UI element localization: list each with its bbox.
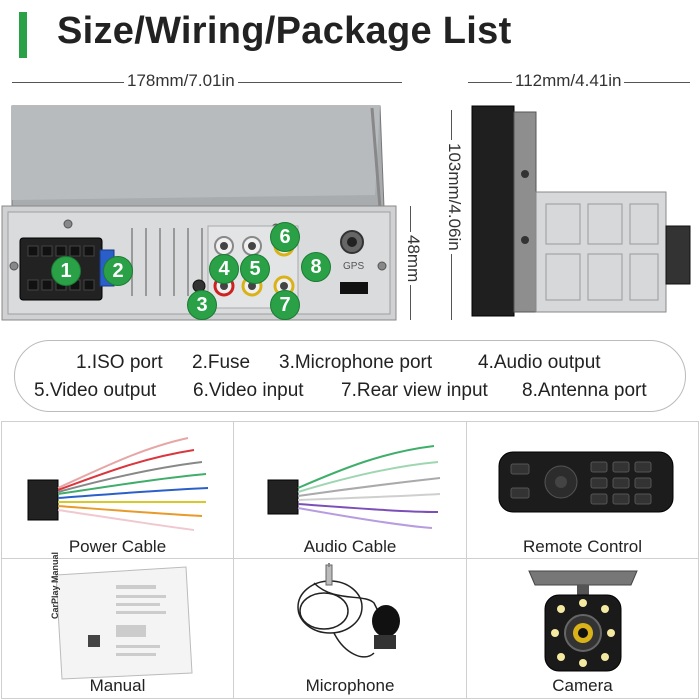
legend-item-iso-port: 1.ISO port	[76, 352, 163, 373]
audio-cable-image	[267, 445, 441, 529]
badge-video-input: 6	[270, 222, 300, 252]
badge-iso-port: 1	[51, 256, 81, 286]
legend-item-video-input: 6.Video input	[193, 380, 304, 401]
power-cable-image	[27, 437, 209, 531]
package-cell-remote-control: Remote Control	[466, 421, 699, 559]
side-width-label: 112mm/4.41in	[512, 71, 625, 91]
package-label-camera: Camera	[552, 676, 613, 695]
package-label-power-cable: Power Cable	[68, 537, 167, 556]
package-label-audio-cable: Audio Cable	[303, 537, 397, 556]
device-side-illustration	[471, 105, 691, 317]
package-label-microphone: Microphone	[305, 676, 395, 695]
badge-microphone-port: 3	[187, 290, 217, 320]
microphone-image	[297, 563, 400, 658]
manual-title-text: CarPlay Manual	[50, 551, 60, 619]
legend-item-video-output: 5.Video output	[34, 380, 157, 401]
package-cell-microphone: Microphone	[233, 558, 467, 699]
legend-item-rear-view-input: 7.Rear view input	[341, 380, 488, 401]
port-legend	[14, 340, 686, 412]
package-label-manual: Manual	[89, 676, 146, 695]
title-accent-bar	[19, 12, 27, 58]
camera-image	[528, 570, 638, 672]
front-width-label: 178mm/7.01in	[124, 71, 238, 91]
remote-control-image	[498, 451, 674, 513]
package-grid: Power Cable Audio Cable	[1, 421, 699, 699]
manual-image	[55, 566, 193, 680]
package-cell-audio-cable: Audio Cable	[233, 421, 467, 559]
badge-antenna-port: 8	[301, 252, 331, 282]
legend-item-fuse: 2.Fuse	[192, 352, 251, 373]
package-cell-manual: CarPlay Manual Manual	[1, 552, 234, 699]
package-cell-power-cable: Power Cable	[1, 421, 234, 559]
badge-fuse: 2	[103, 256, 133, 286]
front-height-label: 48mm	[403, 232, 423, 286]
badge-rear-view-input: 7	[270, 290, 300, 320]
legend-item-antenna-port: 8.Antenna port	[522, 380, 647, 401]
badge-video-output: 5	[240, 254, 270, 284]
page-title: Size/Wiring/Package List	[57, 10, 512, 52]
side-height-label: 103mm/4.06in	[444, 140, 464, 254]
gps-label: GPS	[343, 261, 365, 272]
badge-audio-output: 4	[209, 254, 239, 284]
package-cell-camera: Camera	[466, 558, 699, 699]
legend-item-audio-output: 4.Audio output	[478, 352, 601, 373]
legend-item-microphone-port: 3.Microphone port	[279, 352, 433, 373]
package-label-remote-control: Remote Control	[522, 537, 643, 556]
